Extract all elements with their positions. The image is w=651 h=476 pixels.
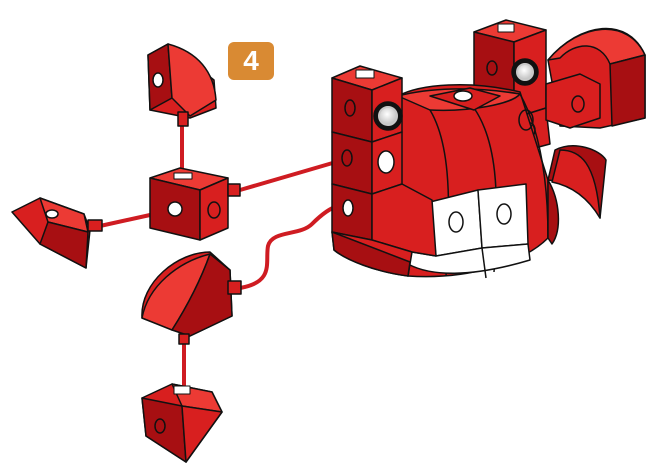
- connector-line-cube-to-body: [240, 162, 336, 190]
- step-number-badge: 4: [228, 42, 274, 80]
- peg: [178, 112, 188, 126]
- peg: [228, 281, 241, 294]
- quarter-dome-piece-top: [148, 44, 216, 126]
- quarter-dome-piece-left: [12, 198, 102, 268]
- connector-lines: [100, 125, 338, 385]
- crab-body-assembly: [332, 20, 645, 278]
- peg: [88, 220, 102, 231]
- quarter-dome-piece-lower: [142, 252, 241, 344]
- peg: [228, 184, 240, 196]
- connector-line-left: [100, 215, 150, 226]
- connector-line-dome-to-body: [240, 206, 338, 288]
- connector-cube: [150, 168, 240, 240]
- wedge-piece-bottom: [142, 384, 222, 462]
- peg: [179, 334, 189, 344]
